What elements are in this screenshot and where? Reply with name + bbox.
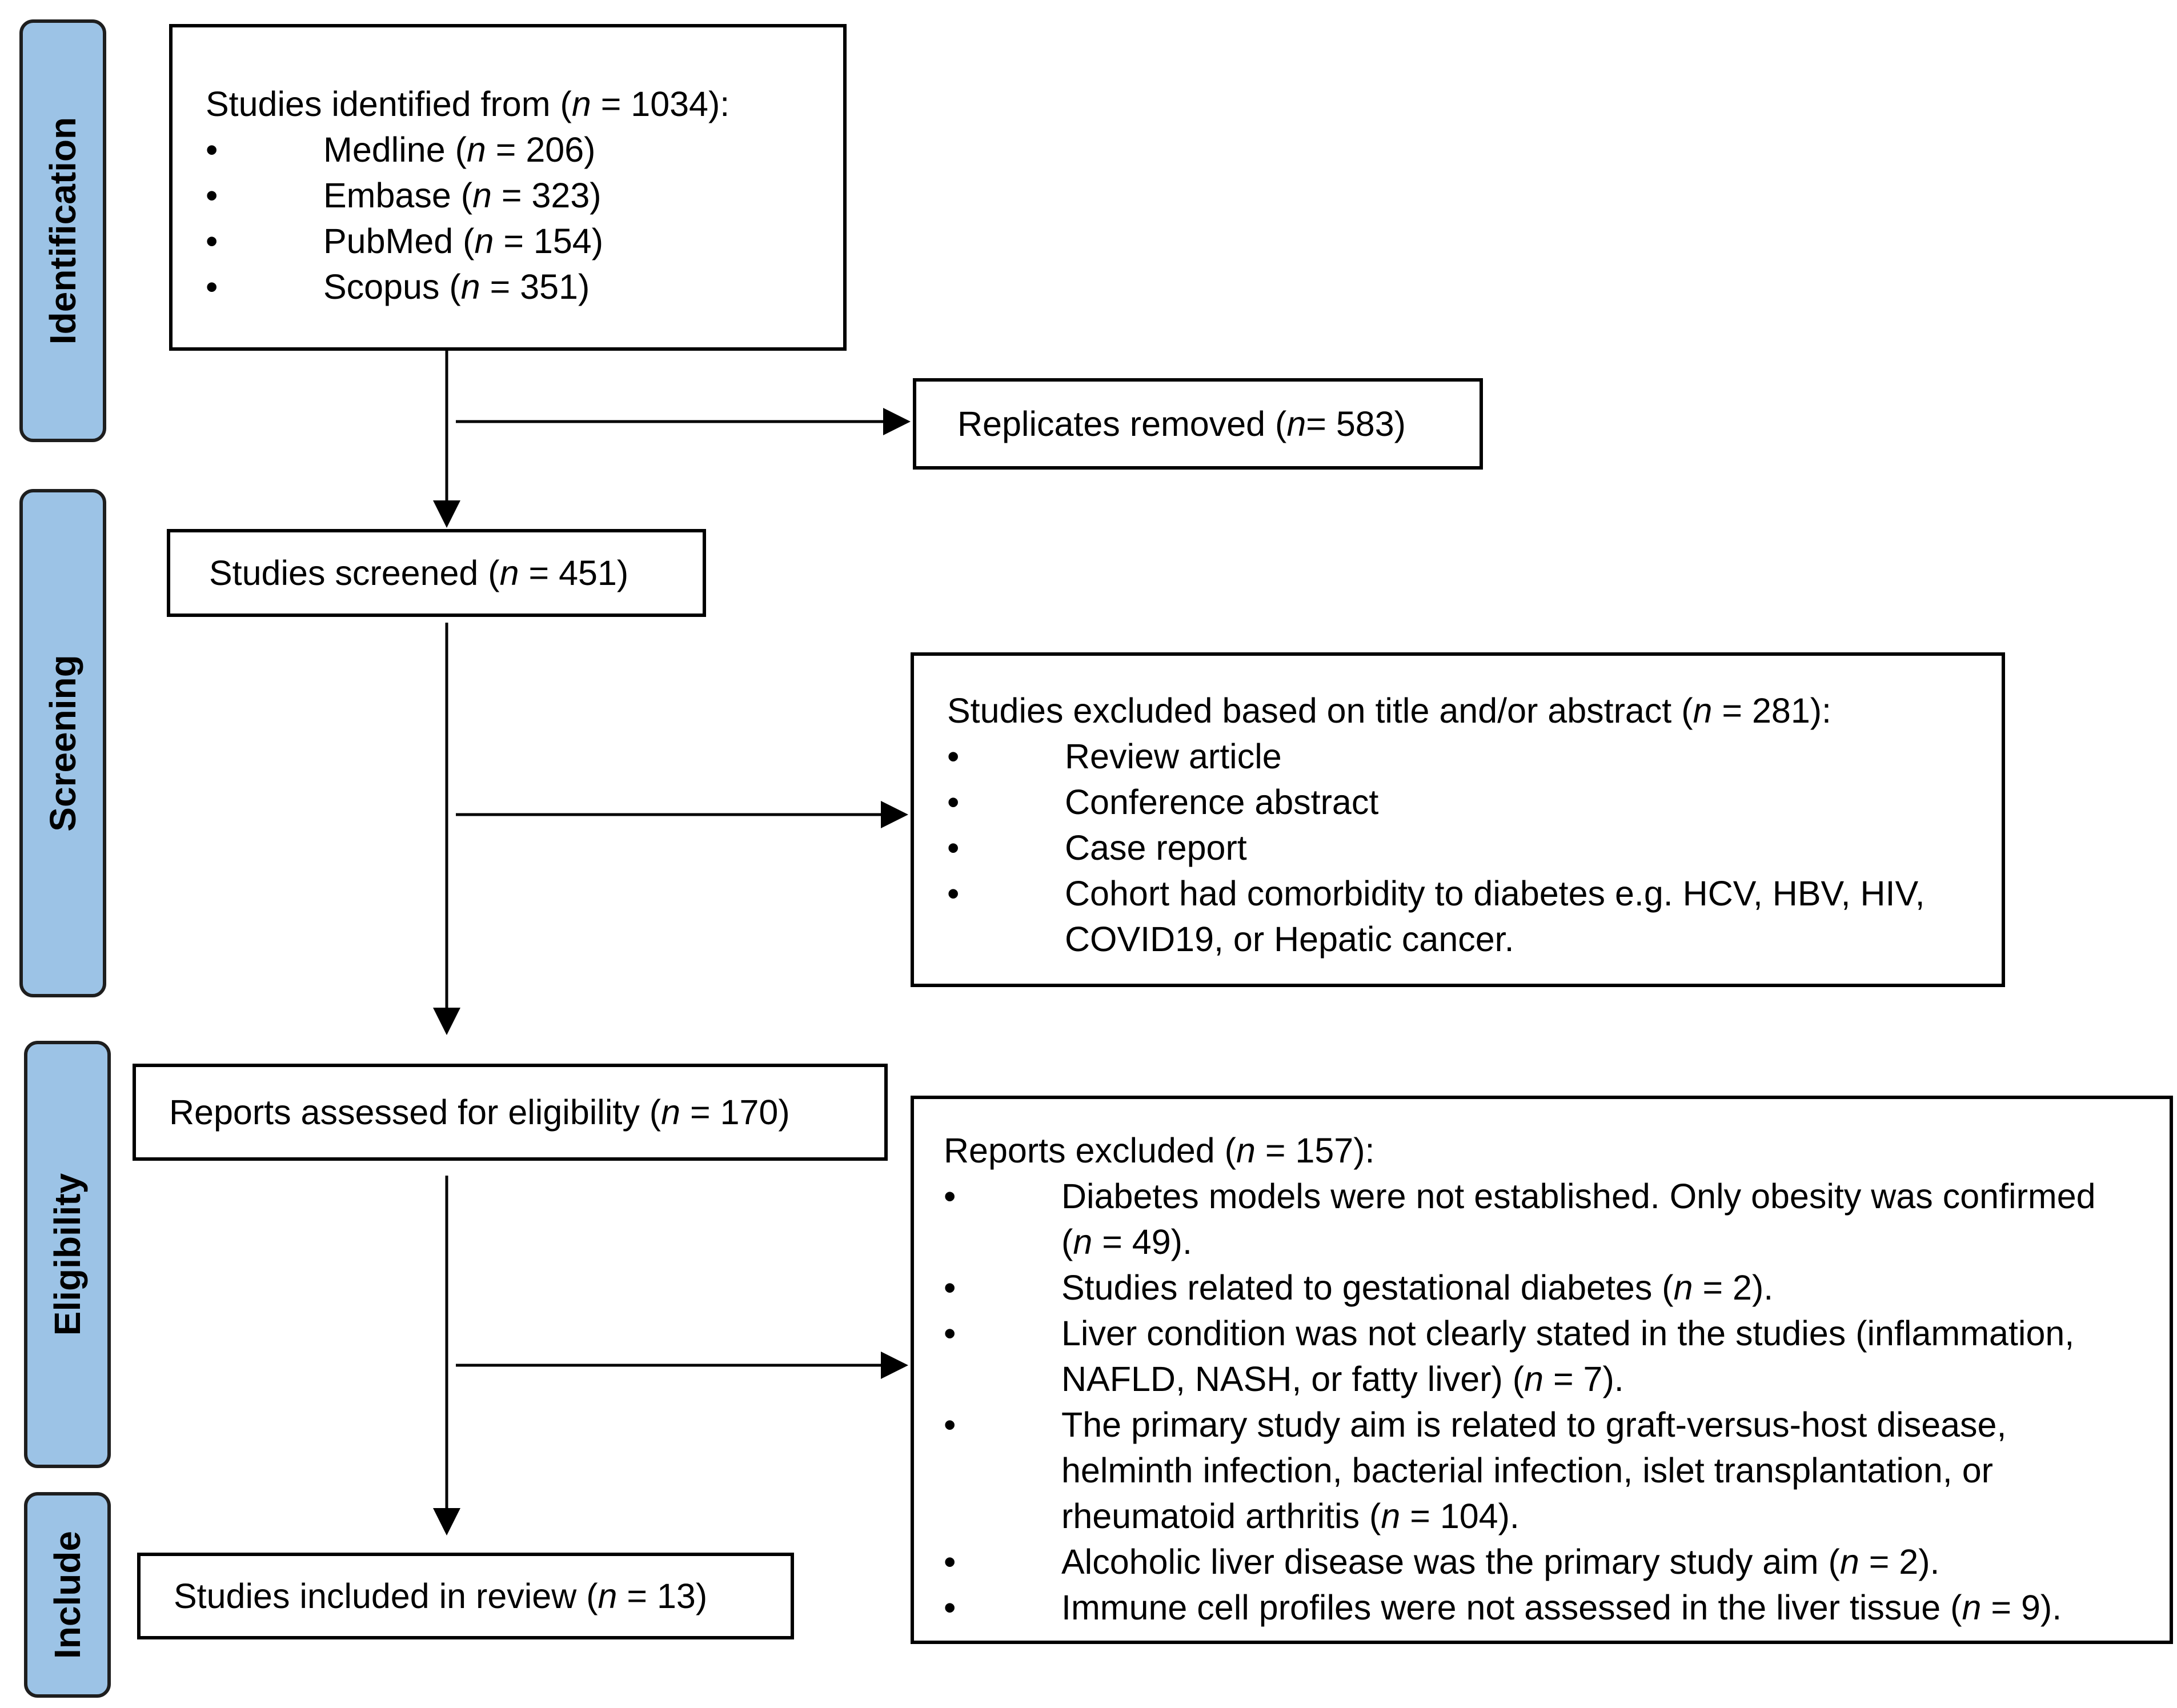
- list-item: Liver condition was not clearly stated i…: [944, 1310, 2170, 1402]
- arrowhead-to-replicates: [883, 408, 911, 435]
- phase-identification: Identification: [19, 19, 106, 442]
- list-item: Studies related to gestational diabetes …: [944, 1265, 2170, 1310]
- phase-screening: Screening: [19, 489, 106, 997]
- list-item: Case report: [947, 825, 2002, 871]
- excluded-title-box: Studies excluded based on title and/or a…: [911, 652, 2005, 987]
- screened-box: Studies screened (n = 451): [167, 529, 706, 617]
- reports-excluded-list: Diabetes models were not established. On…: [944, 1173, 2170, 1630]
- arrowhead-identified-to-screened: [433, 500, 460, 528]
- identified-heading: Studies identified from (n = 1034):: [206, 85, 730, 123]
- identified-list: Medline (n = 206) Embase (n = 323) PubMe…: [206, 127, 843, 310]
- assessed-box: Reports assessed for eligibility (n = 17…: [133, 1064, 888, 1161]
- list-item: Immune cell profiles were not assessed i…: [944, 1585, 2170, 1630]
- identified-box: Studies identified from (n = 1034): Medl…: [169, 24, 847, 351]
- reports-excluded-heading: Reports excluded (n = 157):: [944, 1131, 1375, 1170]
- list-item: Alcoholic liver disease was the primary …: [944, 1539, 2170, 1585]
- list-item: The primary study aim is related to graf…: [944, 1402, 2170, 1539]
- arrowhead-to-excluded-title: [881, 801, 908, 828]
- excluded-title-list: Review article Conference abstract Case …: [947, 733, 2002, 962]
- replicates-text: Replicates removed (n= 583): [957, 404, 1406, 443]
- phase-eligibility: Eligibility: [24, 1041, 111, 1468]
- arrowhead-screened-to-assessed: [433, 1008, 460, 1035]
- included-box: Studies included in review (n = 13): [137, 1553, 794, 1639]
- assessed-text: Reports assessed for eligibility (n = 17…: [169, 1093, 790, 1132]
- list-item: Embase (n = 323): [206, 173, 843, 218]
- reports-excluded-box: Reports excluded (n = 157): Diabetes mod…: [911, 1096, 2173, 1644]
- excluded-title-heading: Studies excluded based on title and/or a…: [947, 691, 1832, 730]
- phase-include: Include: [24, 1492, 111, 1698]
- list-item: Conference abstract: [947, 779, 2002, 825]
- replicates-box: Replicates removed (n= 583): [913, 378, 1483, 470]
- included-text: Studies included in review (n = 13): [174, 1577, 708, 1615]
- arrowhead-to-reports-excluded: [881, 1352, 908, 1379]
- list-item: Diabetes models were not established. On…: [944, 1173, 2170, 1265]
- list-item: Review article: [947, 733, 2002, 779]
- arrowhead-assessed-to-included: [433, 1508, 460, 1535]
- list-item: PubMed (n = 154): [206, 218, 843, 264]
- screened-text: Studies screened (n = 451): [209, 554, 629, 592]
- list-item: Scopus (n = 351): [206, 264, 843, 310]
- list-item: Medline (n = 206): [206, 127, 843, 173]
- list-item: Cohort had comorbidity to diabetes e.g. …: [947, 871, 2002, 962]
